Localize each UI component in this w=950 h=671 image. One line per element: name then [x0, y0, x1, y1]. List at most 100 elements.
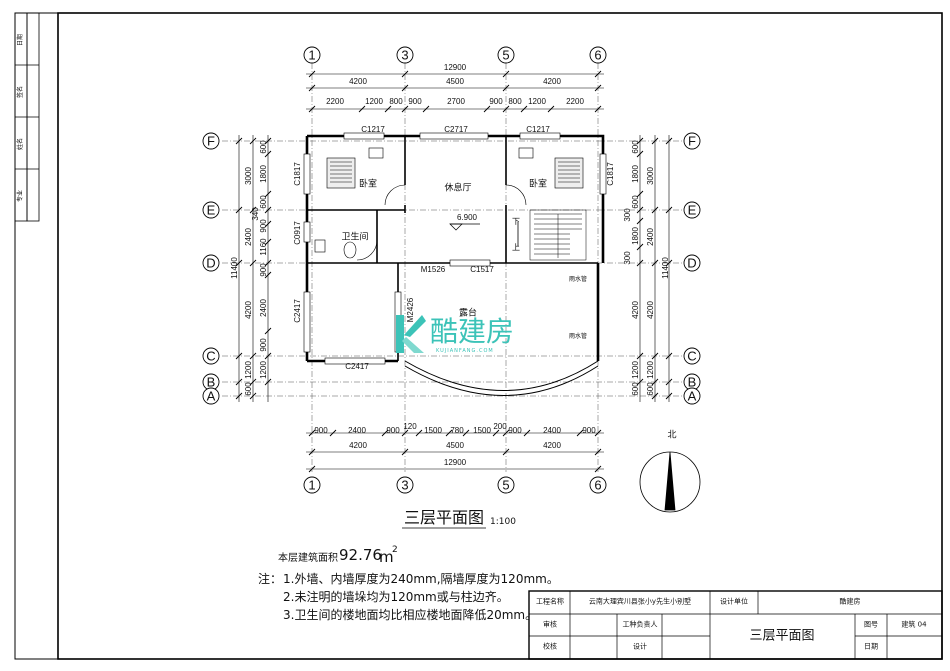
dim-bottom-detail: 120 — [403, 422, 417, 431]
dim-left-detail: 900 — [259, 263, 268, 277]
tb-drawing-no-value: 建筑 04 — [901, 620, 927, 629]
tb-design-label: 设计 — [633, 642, 647, 651]
axis-col-5-bottom: 5 — [502, 477, 510, 493]
axis-col-1-bottom: 1 — [308, 477, 316, 493]
dim-right-mid: 4200 — [646, 301, 655, 319]
dim-right-mid: 1200 — [646, 361, 655, 379]
axis-row-e-right: E — [687, 202, 697, 218]
area-unit: m — [379, 548, 394, 566]
dim-top-detail: 1200 — [365, 97, 383, 106]
axis-col-6-bottom: 6 — [594, 477, 602, 493]
area-label: 本层建筑面积 — [278, 553, 338, 564]
dim-left-mid: 2400 — [244, 228, 253, 246]
window-c0917: C0917 — [293, 221, 302, 245]
dim-left-detail: 2400 — [259, 299, 268, 317]
tb-review-label: 审核 — [543, 620, 557, 629]
dim-bottom-detail: 900 — [582, 426, 596, 435]
dim-left-detail: 600 — [244, 382, 253, 396]
dim-bottom-detail: 2400 — [348, 426, 366, 435]
watermark-text: 酷建房 — [430, 315, 515, 348]
dim-right-detail: 300 — [623, 208, 632, 222]
drain-pipe-label: 雨水管 — [568, 276, 588, 283]
axis-col-1: 1 — [308, 47, 316, 63]
note-item: 3.卫生间的楼地面均比相应楼地面降低20mm。 — [283, 608, 538, 622]
window-c2417-side: C2417 — [293, 299, 302, 323]
dim-bottom-total: 12900 — [443, 458, 467, 467]
dim-left-detail: 900 — [259, 219, 268, 233]
dim-bottom-mid: 4500 — [446, 441, 464, 450]
dim-top-detail: 800 — [508, 97, 522, 106]
side-strip-sign: 签名 — [17, 85, 24, 99]
plan-scale: 1:100 — [490, 517, 516, 527]
dim-top-detail: 2200 — [566, 97, 584, 106]
axis-row-a: A — [206, 388, 216, 404]
tb-owner-label: 工种负责人 — [622, 620, 658, 629]
room-bedroom-left: 卧室 — [358, 179, 378, 190]
room-bedroom-right: 卧室 — [528, 179, 548, 190]
axis-row-c-right: C — [687, 348, 697, 364]
tb-project-value: 云南大理宾川县张小y先生小别墅 — [588, 597, 692, 606]
dim-top-detail: 1200 — [528, 97, 546, 106]
dim-right-mid: 600 — [646, 382, 655, 396]
window-c1517: C1517 — [470, 265, 494, 274]
dim-top-detail: 900 — [489, 97, 503, 106]
side-strip-major: 专业 — [17, 189, 24, 203]
axis-col-5: 5 — [502, 47, 510, 63]
axis-row-d-right: D — [687, 255, 697, 271]
dim-right-detail: 300 — [623, 251, 632, 265]
dim-right-mid: 2400 — [646, 228, 655, 246]
axis-row-b-right: B — [687, 374, 697, 390]
dim-bottom-detail: 900 — [314, 426, 328, 435]
dim-bottom-detail: 780 — [450, 426, 464, 435]
dim-bottom-detail: 2400 — [543, 426, 561, 435]
axis-row-c: C — [206, 348, 216, 364]
dim-left-detail: 340 — [251, 207, 260, 221]
side-strip-date: 日期 — [17, 33, 24, 47]
tb-check-label: 校核 — [543, 642, 557, 651]
north-label: 北 — [667, 430, 677, 441]
dim-bottom-mid: 4200 — [543, 441, 561, 450]
plan-title: 三层平面图 — [404, 508, 485, 527]
dim-left-mid: 1200 — [244, 361, 253, 379]
dim-bottom-detail: 200 — [493, 422, 507, 431]
dim-right-detail: 600 — [631, 382, 640, 396]
stair-up-label: 上 — [512, 243, 520, 252]
dim-right-detail: 600 — [631, 140, 640, 154]
notes-prefix: 注： — [258, 572, 283, 586]
dim-bottom-detail: 1500 — [473, 426, 491, 435]
axis-row-f-right: F — [688, 133, 696, 149]
dim-top-detail: 900 — [408, 97, 422, 106]
room-terrace: 露台 — [458, 308, 478, 319]
door-m1526: M1526 — [420, 265, 446, 274]
area-unit-sup: 2 — [392, 545, 398, 555]
watermark-subtext: KUJIANFANG.COM — [436, 348, 494, 354]
axis-col-6: 6 — [594, 47, 602, 63]
dim-top-mid: 4500 — [446, 77, 464, 86]
drain-pipe-label: 雨水管 — [568, 333, 588, 340]
watermark-logo — [394, 313, 426, 358]
room-lounge: 休息厅 — [444, 183, 472, 194]
side-strip-name: 姓名 — [17, 137, 24, 151]
dim-left-detail: 600 — [259, 140, 268, 154]
dim-right-detail: 1200 — [631, 361, 640, 379]
room-bathroom: 卫生间 — [341, 232, 369, 243]
dim-left-detail: 1800 — [259, 165, 268, 183]
dim-right-detail: 4200 — [631, 301, 640, 319]
tb-design-unit-label: 设计单位 — [720, 597, 748, 606]
window-c1217-right: C1217 — [526, 125, 550, 134]
tb-drawing-no-label: 图号 — [864, 620, 878, 629]
axis-col-3-bottom: 3 — [401, 477, 409, 493]
dim-left-detail: 1200 — [259, 361, 268, 379]
dim-bottom-detail: 900 — [386, 426, 400, 435]
axis-row-b: B — [206, 374, 216, 390]
dim-left-mid: 4200 — [244, 301, 253, 319]
tb-drawing-title: 三层平面图 — [749, 628, 815, 644]
axis-row-a-right: A — [687, 388, 697, 404]
dim-right-detail: 1800 — [631, 227, 640, 245]
logo-k-icon — [396, 315, 426, 353]
dim-right-detail: 1800 — [631, 165, 640, 183]
dim-right-mid: 3000 — [646, 167, 655, 185]
axis-row-e: E — [206, 202, 216, 218]
dim-left-detail: 900 — [259, 338, 268, 352]
dim-top-detail: 800 — [389, 97, 403, 106]
